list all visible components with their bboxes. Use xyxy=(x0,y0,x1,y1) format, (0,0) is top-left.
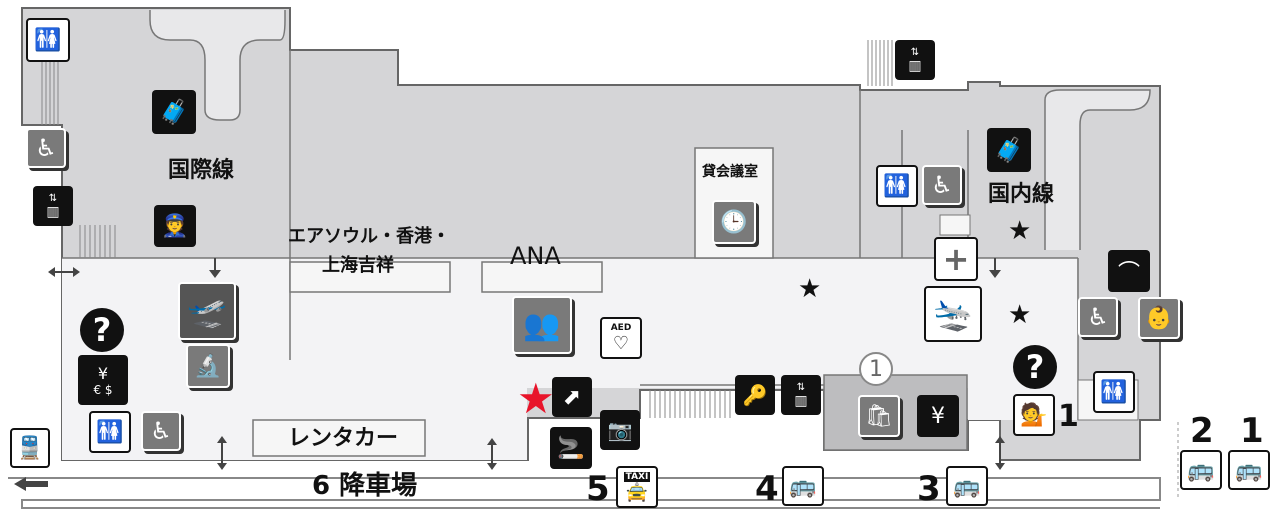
immigration-icon: 👮 xyxy=(154,205,196,247)
bus-stop-4-number: 4 xyxy=(755,469,779,509)
current-location-icon: ★ xyxy=(517,374,555,423)
star-icon: ★ xyxy=(1008,300,1032,330)
exit-arrow xyxy=(14,477,48,491)
bus-icon: 🚌 xyxy=(782,466,824,506)
restroom-icon: 🚻 xyxy=(89,411,131,453)
wheelchair-icon: ♿ xyxy=(26,128,66,168)
check-in-counter-icon: 👥 xyxy=(512,296,572,354)
baggage-icon: 🧳 xyxy=(152,90,196,134)
elevator-icon: ⇅▥ xyxy=(895,40,935,80)
stair-stripes xyxy=(41,40,893,418)
restroom-icon: 🚻 xyxy=(26,18,70,62)
information-desk-icon: 💁 xyxy=(1013,394,1055,436)
taxi-stop-number: 5 xyxy=(586,469,610,509)
elevator-icon: ⇅▥ xyxy=(33,186,73,226)
train-icon: 🚆 xyxy=(10,428,50,468)
departures-icon: 🛫 xyxy=(178,282,236,340)
star-icon: ★ xyxy=(1008,216,1032,246)
star-icon: ★ xyxy=(798,274,822,304)
gate-circle: 1 xyxy=(859,352,893,386)
bus-icon: 🚌 xyxy=(1180,450,1222,490)
shop-icon: 🛍 xyxy=(858,395,900,437)
rent-a-car-box xyxy=(252,419,426,457)
taxi-icon: TAXI 🚖 xyxy=(616,466,658,508)
wheelchair-icon: ♿ xyxy=(1078,297,1118,337)
aed-label: AED xyxy=(610,322,632,333)
ana-counter-box xyxy=(481,261,603,293)
meeting-room-label: 貸会議室 xyxy=(702,164,758,180)
departures-icon: 🛬 xyxy=(924,286,982,342)
luggage-storage-icon: 🔑 xyxy=(735,375,775,415)
baby-care-icon: 👶 xyxy=(1138,297,1180,339)
bus-stop-3-number: 3 xyxy=(917,469,941,509)
information-icon: ? xyxy=(80,308,124,352)
restroom-icon: 🚻 xyxy=(876,165,918,207)
smoking-icon: 🚬 xyxy=(550,427,592,469)
escalator-icon: ⬈ xyxy=(552,377,592,417)
meeting-room-icon: 🕒 xyxy=(712,200,756,244)
first-aid-icon: + xyxy=(934,237,978,281)
drop-off-label: 6 降車場 xyxy=(312,471,418,501)
currency-exchange-icon: ¥€ $ xyxy=(78,355,128,405)
photo-icon: 📷 xyxy=(600,410,640,450)
information-number: 1 xyxy=(1058,399,1079,434)
international-label: 国際線 xyxy=(168,158,235,183)
baggage-loop-international xyxy=(149,10,286,121)
bus-icon: 🚌 xyxy=(946,466,988,506)
bus-icon: 🚌 xyxy=(1228,450,1270,490)
aed-icon: AED ♡ xyxy=(600,317,642,359)
quarantine-icon: 🔬 xyxy=(186,344,230,388)
airline-counter-box xyxy=(289,261,451,293)
bus-stop-1-number: 1 xyxy=(1240,411,1264,451)
baggage-loop-domestic xyxy=(1044,89,1151,250)
cloakroom-icon: ⌒ xyxy=(1108,250,1150,292)
airline-counter-label-2: 上海吉祥 xyxy=(322,255,394,276)
taxi-label: TAXI xyxy=(623,471,651,482)
information-icon: ? xyxy=(1013,345,1057,389)
wheelchair-icon: ♿ xyxy=(922,165,962,205)
airline-counter-label-1: エアソウル・香港・ xyxy=(288,226,450,247)
atm-icon: ¥ xyxy=(917,395,959,437)
ana-counter-label: ANA xyxy=(510,242,561,270)
gate-circle-number: 1 xyxy=(869,356,883,382)
rent-a-car-label: レンタカー xyxy=(288,426,399,451)
wheelchair-icon: ♿ xyxy=(141,411,181,451)
domestic-label: 国内線 xyxy=(988,182,1055,207)
restroom-icon: 🚻 xyxy=(1093,371,1135,413)
direction-arrows xyxy=(48,258,1005,470)
baggage-icon: 🧳 xyxy=(987,128,1031,172)
elevator-icon: ⇅▥ xyxy=(781,375,821,415)
bus-stop-2-number: 2 xyxy=(1190,411,1214,451)
